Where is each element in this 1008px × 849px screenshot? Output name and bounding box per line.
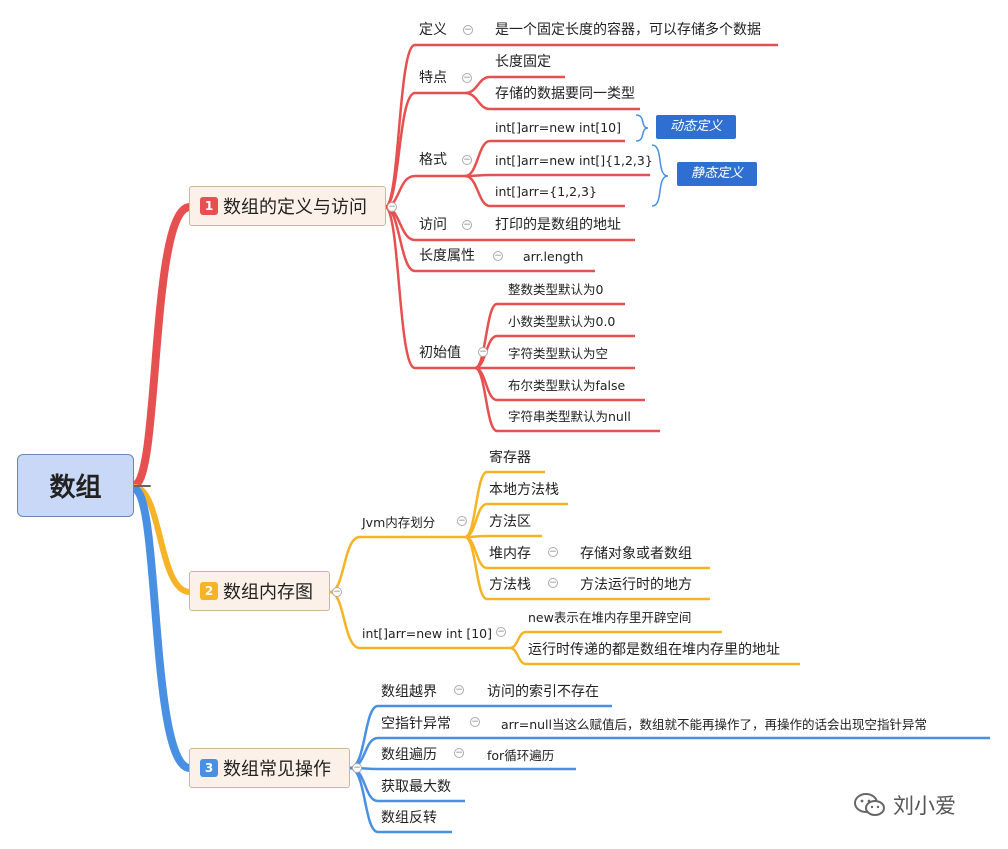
node-method-stack[interactable]: 方法栈 xyxy=(489,577,531,593)
node-method-area[interactable]: 方法区 xyxy=(489,514,531,530)
node-max[interactable]: 获取最大数 xyxy=(381,779,451,795)
node-init-5[interactable]: 字符串类型默认为null xyxy=(508,409,631,424)
node-null-pointer-text[interactable]: arr=null当这么赋值后，数组就不能再操作了，再操作的话会出现空指针异常 xyxy=(501,717,927,732)
collapse-icon[interactable]: − xyxy=(352,763,362,773)
node-jvm-memory[interactable]: Jvm内存划分 xyxy=(362,515,436,530)
collapse-icon[interactable]: − xyxy=(470,717,480,727)
node-heap-text[interactable]: 存储对象或者数组 xyxy=(580,546,692,562)
watermark-text: 刘小爱 xyxy=(893,794,956,818)
collapse-icon[interactable]: − xyxy=(548,547,558,557)
collapse-icon[interactable]: − xyxy=(496,627,506,637)
node-init-3[interactable]: 字符类型默认为空 xyxy=(508,346,609,361)
collapse-icon[interactable]: − xyxy=(457,516,467,526)
branch-1-number: 1 xyxy=(200,197,218,215)
node-feature-2[interactable]: 存储的数据要同一类型 xyxy=(495,86,635,102)
node-reverse[interactable]: 数组反转 xyxy=(381,810,437,826)
node-traverse[interactable]: 数组遍历 xyxy=(381,747,437,763)
collapse-icon[interactable]: − xyxy=(463,25,473,35)
node-length[interactable]: 长度属性 xyxy=(419,248,475,264)
node-access-text[interactable]: 打印的是数组的地址 xyxy=(495,217,621,233)
node-array-new-1[interactable]: new表示在堆内存里开辟空间 xyxy=(528,610,692,625)
branch-3-number: 3 xyxy=(200,759,218,777)
branch-2-label: 数组内存图 xyxy=(223,582,313,603)
branch-1-node[interactable]: 1 数组的定义与访问 xyxy=(189,186,386,226)
collapse-icon[interactable]: − xyxy=(548,578,558,588)
node-format-2[interactable]: int[]arr=new int[]{1,2,3} xyxy=(495,153,653,168)
node-access[interactable]: 访问 xyxy=(419,217,447,233)
node-feature-1[interactable]: 长度固定 xyxy=(495,54,551,70)
node-format-1[interactable]: int[]arr=new int[10] xyxy=(495,120,622,135)
node-length-text[interactable]: arr.length xyxy=(523,249,584,264)
collapse-icon[interactable]: − xyxy=(387,202,397,212)
branch-2-number: 2 xyxy=(200,582,218,600)
root-node[interactable]: 数组 xyxy=(17,454,134,517)
node-definition-text[interactable]: 是一个固定长度的容器，可以存储多个数据 xyxy=(495,22,761,38)
node-array-new[interactable]: int[]arr=new int [10] xyxy=(362,626,492,641)
node-format[interactable]: 格式 xyxy=(419,152,447,168)
collapse-icon[interactable]: − xyxy=(454,685,464,695)
collapse-icon[interactable]: − xyxy=(462,220,472,230)
collapse-icon[interactable]: − xyxy=(454,748,464,758)
node-init-1[interactable]: 整数类型默认为0 xyxy=(508,282,604,297)
node-init-4[interactable]: 布尔类型默认为false xyxy=(508,378,626,393)
node-initial-value[interactable]: 初始值 xyxy=(419,345,461,361)
tag-static-definition[interactable]: 静态定义 xyxy=(677,162,757,186)
node-traverse-text[interactable]: for循环遍历 xyxy=(487,748,555,763)
tag-dynamic-definition[interactable]: 动态定义 xyxy=(656,115,736,139)
node-definition[interactable]: 定义 xyxy=(419,22,447,38)
node-array-new-2[interactable]: 运行时传递的都是数组在堆内存里的地址 xyxy=(528,642,780,658)
collapse-icon[interactable]: − xyxy=(332,587,342,597)
node-heap[interactable]: 堆内存 xyxy=(489,546,531,562)
node-init-2[interactable]: 小数类型默认为0.0 xyxy=(508,314,616,329)
node-out-of-bounds[interactable]: 数组越界 xyxy=(381,684,437,700)
node-out-of-bounds-text[interactable]: 访问的索引不存在 xyxy=(487,684,599,700)
collapse-icon[interactable]: − xyxy=(462,73,472,83)
branch-3-label: 数组常见操作 xyxy=(223,759,331,780)
node-format-3[interactable]: int[]arr={1,2,3} xyxy=(495,184,597,199)
collapse-icon[interactable]: − xyxy=(462,155,472,165)
node-native-stack[interactable]: 本地方法栈 xyxy=(489,482,559,498)
collapse-icon[interactable]: − xyxy=(493,251,503,261)
watermark: 刘小爱 xyxy=(853,790,956,820)
node-features[interactable]: 特点 xyxy=(419,70,447,86)
node-method-stack-text[interactable]: 方法运行时的地方 xyxy=(580,577,692,593)
node-null-pointer[interactable]: 空指针异常 xyxy=(381,716,451,732)
collapse-icon[interactable]: − xyxy=(478,347,488,357)
branch-2-node[interactable]: 2 数组内存图 xyxy=(189,571,330,611)
wechat-icon xyxy=(854,793,885,816)
branch-3-node[interactable]: 3 数组常见操作 xyxy=(189,748,350,788)
branch-1-label: 数组的定义与访问 xyxy=(223,197,367,218)
node-register[interactable]: 寄存器 xyxy=(489,450,531,466)
